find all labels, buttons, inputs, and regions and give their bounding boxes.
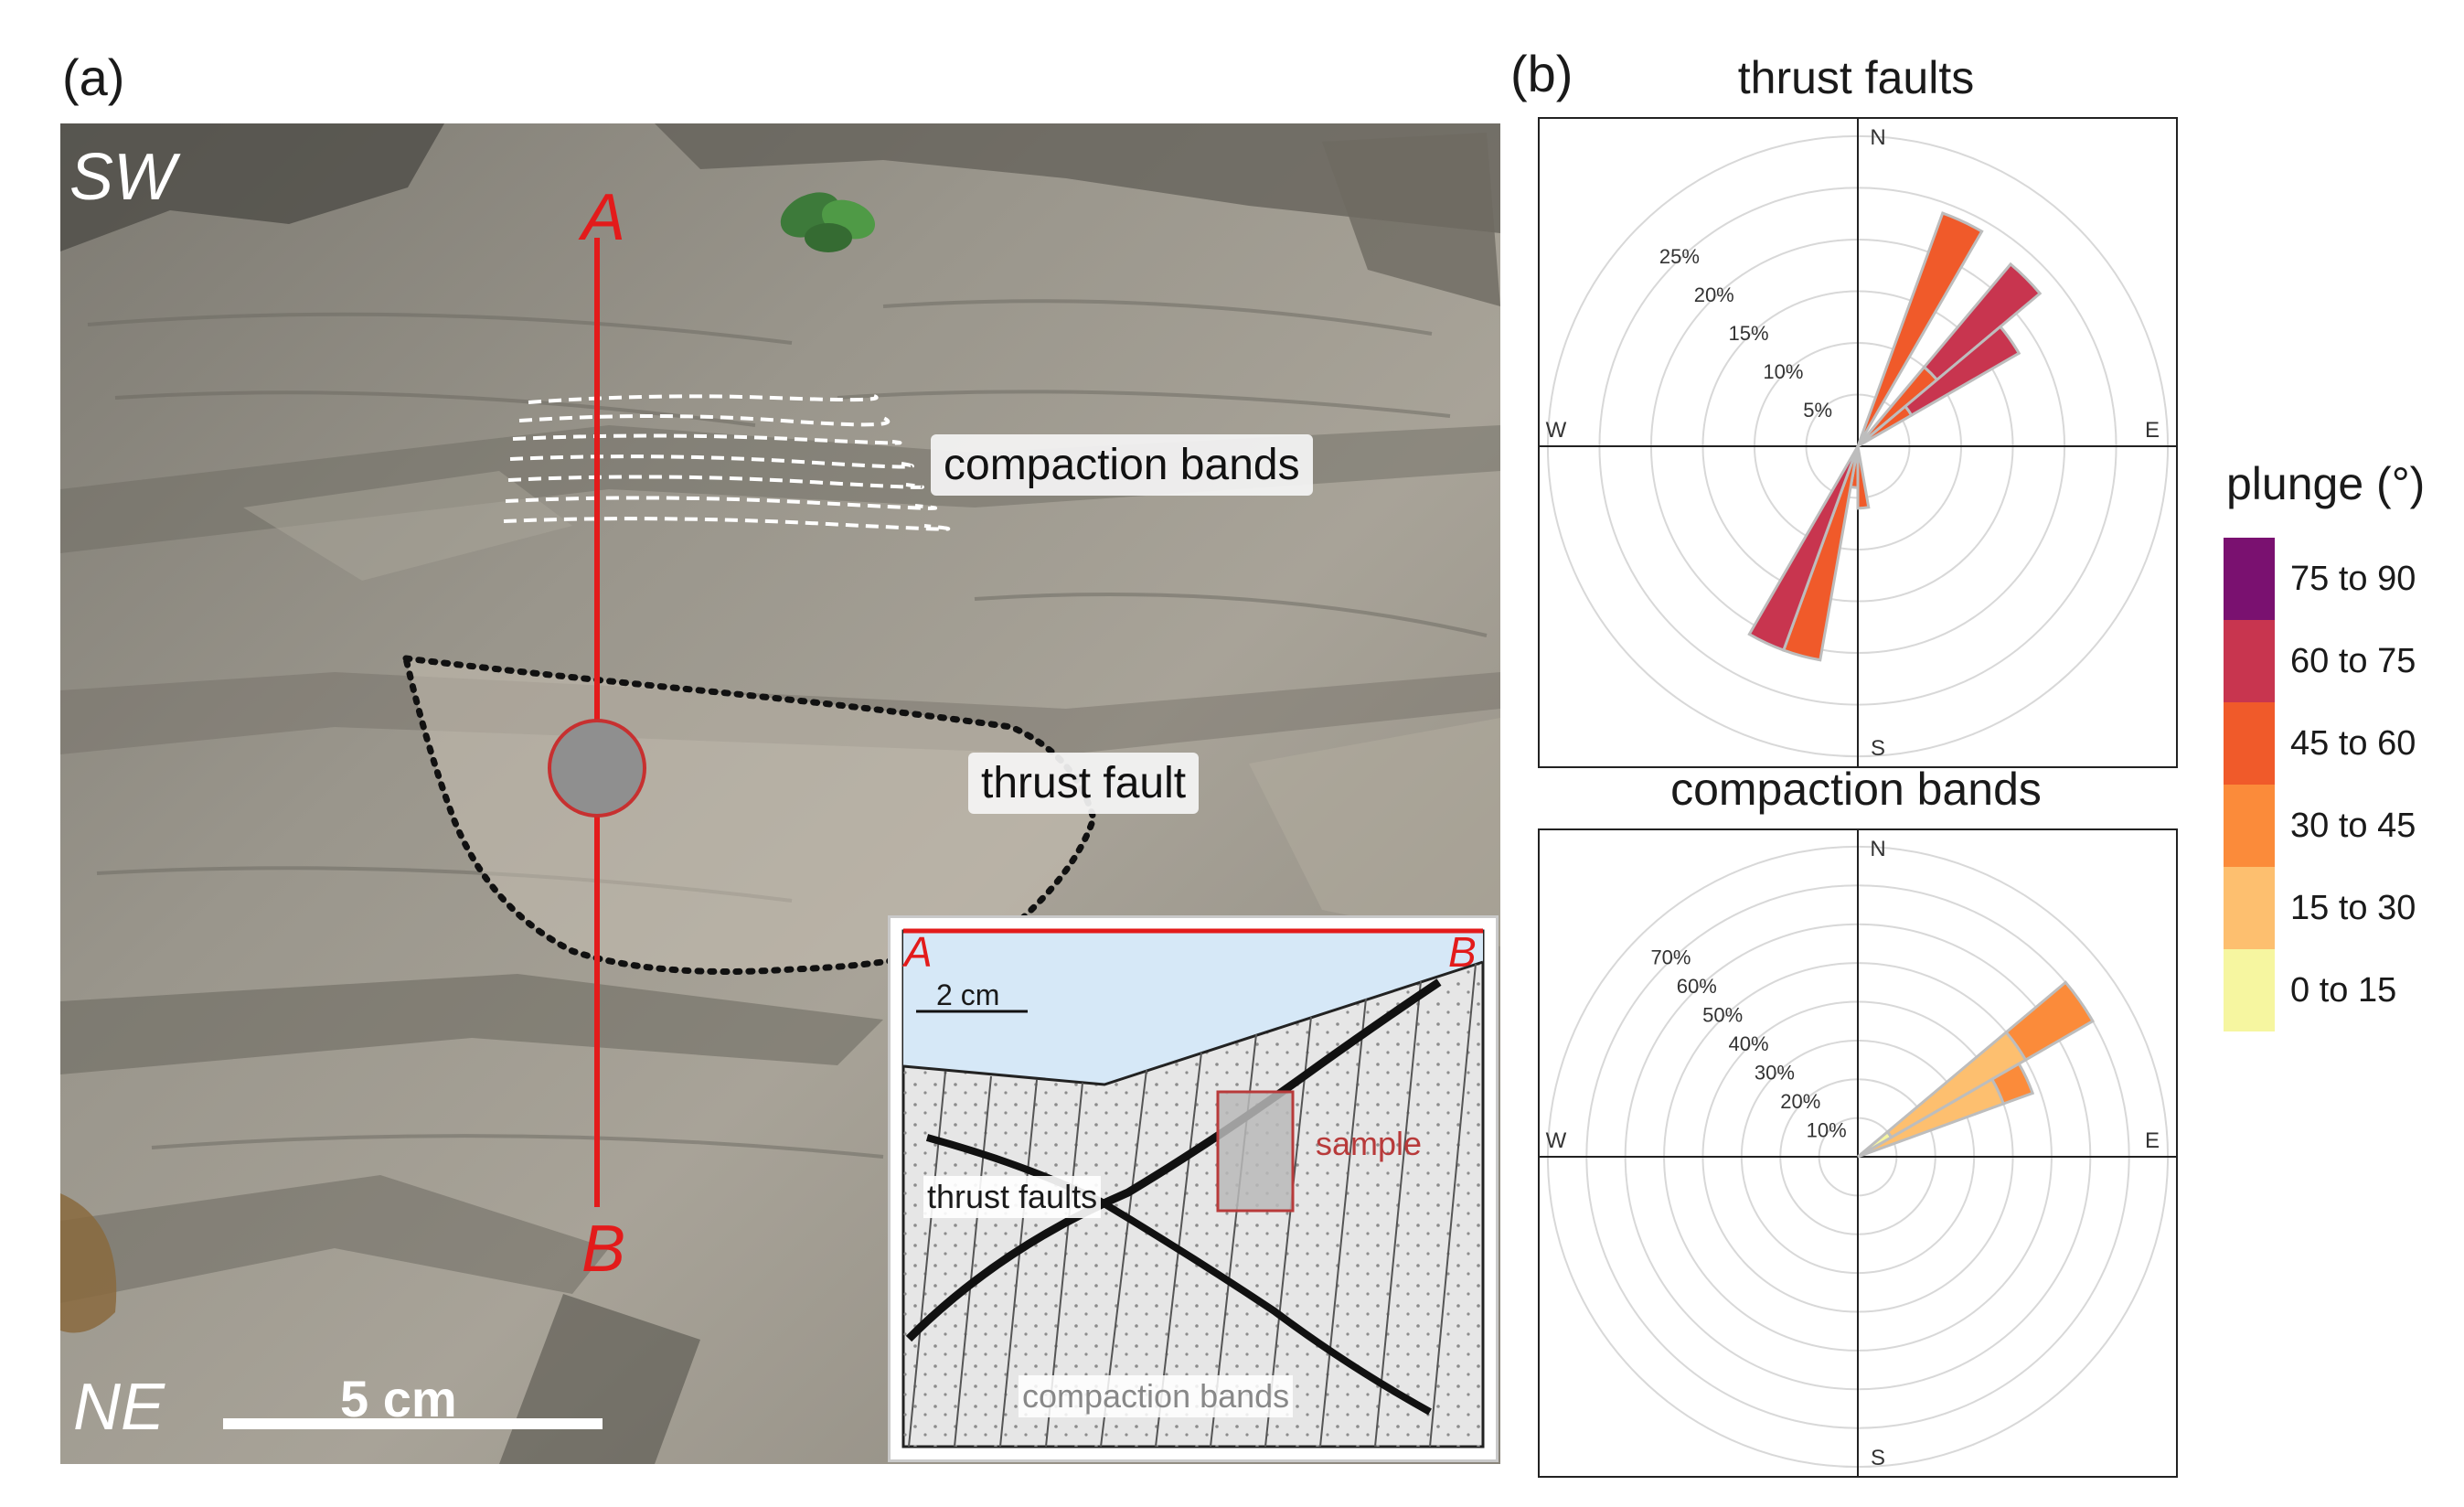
rose-direction-label: S [1871, 1446, 1885, 1470]
outcrop-photo: SW NE A B compaction bands thrust fault … [60, 123, 1500, 1464]
plant-icon [780, 192, 876, 252]
rose-direction-label: E [2145, 1128, 2160, 1153]
legend-label: 75 to 90 [2290, 560, 2416, 598]
panel-b-label: (b) [1510, 45, 1573, 102]
legend-label: 30 to 45 [2290, 807, 2416, 845]
rose-radial-tick: 30% [1755, 1062, 1795, 1085]
legend-swatch [2224, 785, 2275, 867]
inset-end-label: B [1448, 928, 1477, 976]
section-end-label: B [581, 1213, 626, 1286]
rose-radial-tick: 60% [1677, 975, 1717, 998]
inset-thrust-label: thrust faults [923, 1176, 1102, 1218]
rose-diagram-compaction-bands: N E S W 10% 20% 30% 40% 50% 60% 70% [1538, 828, 2178, 1478]
inset-scale-label: 2 cm [936, 978, 1000, 1011]
rose-direction-label: W [1546, 1128, 1567, 1153]
outcrop-illustration [60, 123, 1500, 1464]
rose-diagram-thrust-faults: N E S W 5%10% 15% 20% 25% [1538, 117, 2178, 768]
sample-location-marker [548, 719, 646, 818]
rose-wedge [1747, 445, 1860, 652]
inset-sample-label: sample [1316, 1125, 1423, 1162]
orientation-sw: SW [69, 141, 176, 214]
rose-radial-tick: 15% [1729, 322, 1769, 345]
rose-wedge [1856, 211, 1984, 447]
rose-radial-tick: 40% [1729, 1032, 1769, 1055]
cross-section-inset: A B 2 cm sample thrust faults compaction… [888, 915, 1499, 1462]
dry-leaf-icon [60, 1193, 117, 1333]
rose-direction-label: S [1871, 736, 1885, 761]
rose-direction-label: N [1870, 125, 1885, 150]
legend-label: 60 to 75 [2290, 642, 2416, 680]
legend-swatch [2224, 949, 2275, 1031]
scale-bar-label: 5 cm [340, 1370, 457, 1427]
rose-bottom-svg: N E S W 10% 20% 30% 40% 50% 60% 70% [1538, 828, 2178, 1478]
rose-radial-tick: 20% [1694, 283, 1734, 306]
rose-radial-tick: 20% [1780, 1090, 1820, 1113]
rose-radial-tick: 10% [1763, 360, 1803, 383]
rose-wedge [1922, 262, 2043, 382]
sample-box [1216, 1090, 1295, 1213]
rose-radial-tick: 5% [1803, 399, 1832, 422]
rose-top-title: thrust faults [1737, 52, 1975, 103]
legend-label: 0 to 15 [2290, 971, 2397, 1010]
rose-radial-tick: 25% [1659, 245, 1700, 268]
rose-radial-tick: 10% [1807, 1119, 1847, 1142]
panel-a-label: (a) [62, 48, 125, 106]
legend-swatch [2224, 867, 2275, 949]
orientation-ne: NE [73, 1371, 165, 1444]
scale-bar [223, 1418, 603, 1429]
inset-compaction-label: compaction bands [1019, 1375, 1294, 1417]
legend-label: 15 to 30 [2290, 889, 2416, 927]
rose-wedge [1989, 1062, 2035, 1106]
legend-label: 45 to 60 [2290, 724, 2416, 763]
rose-direction-label: E [2145, 418, 2160, 443]
rose-direction-label: W [1546, 418, 1567, 443]
thrust-fault-label: thrust fault [968, 753, 1200, 814]
rose-wedge [1903, 325, 2021, 418]
rose-wedge [1856, 445, 1871, 510]
rose-bottom-title: compaction bands [1670, 764, 2042, 815]
rose-radial-tick: 70% [1650, 946, 1691, 969]
legend-swatch [2224, 702, 2275, 785]
rose-radial-tick: 50% [1702, 1004, 1743, 1027]
section-start-label: A [581, 181, 626, 254]
legend-title: plunge (°) [2226, 458, 2426, 509]
legend-swatch [2224, 538, 2275, 620]
compaction-bands-label: compaction bands [931, 434, 1313, 496]
legend-swatch [2224, 620, 2275, 702]
rose-direction-label: N [1870, 837, 1885, 861]
rose-wedge [2004, 980, 2095, 1063]
inset-start-label: A [904, 928, 933, 976]
rose-top-svg: N E S W 5%10% 15% 20% 25% [1538, 117, 2178, 768]
